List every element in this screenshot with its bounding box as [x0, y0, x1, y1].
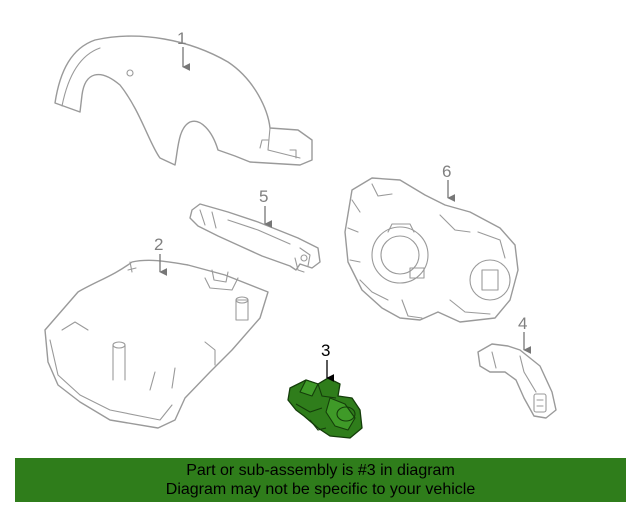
banner-line-2: Diagram may not be specific to your vehi…	[165, 481, 476, 498]
callout-3: 3	[321, 341, 330, 360]
callout-5: 5	[259, 187, 268, 206]
parts-diagram: 1 2 3 4 5 6	[44, 29, 557, 439]
part-6-clockspring	[344, 177, 519, 323]
part-5-wiper-switch	[189, 203, 321, 273]
part-1-upper-shroud	[54, 35, 313, 166]
callout-2: 2	[154, 235, 163, 254]
callout-1: 1	[177, 29, 186, 48]
part-2-lower-shroud	[44, 259, 269, 429]
callout-6: 6	[442, 162, 451, 181]
part-3-ignition-lock-housing	[287, 377, 363, 439]
info-banner: Part or sub-assembly is #3 in diagram Di…	[15, 458, 626, 502]
part-4-turn-signal-switch	[477, 343, 557, 419]
banner-line-1: Part or sub-assembly is #3 in diagram	[186, 462, 455, 479]
callout-4: 4	[518, 314, 527, 333]
